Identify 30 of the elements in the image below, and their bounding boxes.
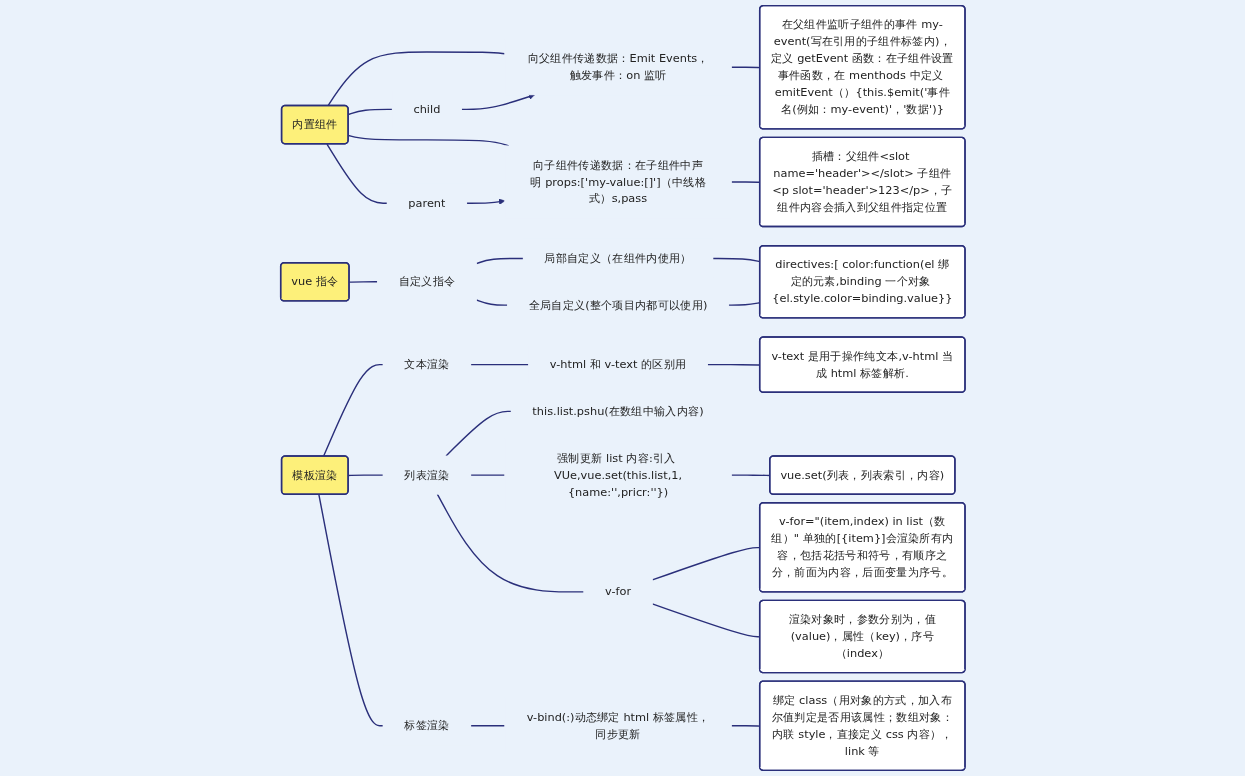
node-text: 局部自定义（在组件内使用） — [544, 251, 692, 265]
connector — [347, 474, 384, 477]
arrow — [460, 93, 535, 111]
node-text: 列表渲染 — [403, 468, 450, 482]
connector — [325, 143, 388, 204]
node-text: 全局自定义(整个项目内都可以使用) — [528, 298, 708, 312]
connector — [317, 493, 384, 727]
node-text: v-html 和 v-text 的区别用 — [549, 357, 687, 372]
node-text: parent — [407, 196, 446, 210]
connector — [436, 493, 585, 593]
connector — [444, 410, 512, 457]
node-text: 自定义指令 — [398, 274, 455, 289]
connector — [347, 108, 393, 116]
node-text: v-for — [604, 584, 631, 599]
connector — [475, 257, 524, 265]
node-text: this.list.pshu(在数组中输入内容) — [532, 404, 704, 418]
node-text: 标签渲染 — [403, 718, 450, 733]
arrow — [465, 198, 505, 205]
node-text: 向父组件传递数据：Emit Events，触发事件：on 监听 — [527, 51, 709, 83]
node-text: v-bind(:)动态绑定 html 标签属性，同步更新 — [526, 710, 710, 741]
connector — [469, 725, 506, 727]
connector — [469, 474, 506, 476]
connector — [475, 299, 508, 306]
node-text: 文本渲染 — [403, 357, 450, 372]
node-text: 向子组件传递数据：在子组件中声明 props:['my-value:[]']（中线格式）s,pass — [529, 157, 706, 206]
connector — [326, 51, 506, 107]
node-text: 强制更新 list 内容:引入 VUe,vue.set(this.list,1,{name:'',pricr:''}) — [553, 451, 682, 499]
connector — [469, 363, 529, 366]
connector — [348, 281, 378, 283]
node-text: child — [413, 102, 441, 116]
